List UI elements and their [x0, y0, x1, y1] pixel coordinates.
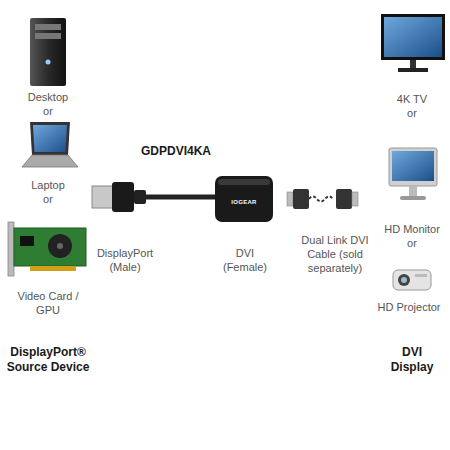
- desktop-icon: [30, 18, 66, 86]
- connector-label: DisplayPort (Male): [86, 246, 164, 274]
- card-fan: [48, 234, 72, 258]
- adapter-housing: [215, 176, 273, 222]
- tv-base: [398, 68, 428, 72]
- group-heading: DVI Display: [384, 345, 440, 375]
- device-label: Desktop or: [23, 90, 73, 118]
- monitor-base: [400, 196, 426, 200]
- projector-body: [393, 270, 431, 290]
- drive-bay: [35, 24, 61, 30]
- dvi-connector: [336, 189, 352, 209]
- brand-logo: IOGEAR: [219, 199, 269, 206]
- product-title: GDPDVI4KA: [126, 144, 226, 159]
- cable-label: Dual Link DVI Cable (sold separately): [290, 233, 380, 275]
- tower-case: [30, 18, 66, 86]
- drive-bay: [35, 33, 61, 39]
- monitor-screen: [392, 151, 434, 181]
- laptop-screen: [33, 125, 67, 152]
- monitor-icon: [389, 148, 437, 200]
- tv-icon: [381, 14, 445, 72]
- connector-label: DVI (Female): [217, 246, 273, 274]
- projector-lens-glass: [401, 277, 407, 283]
- device-label: Video Card / GPU: [12, 289, 84, 317]
- video-card-icon: [8, 222, 86, 276]
- card-pcb: [14, 228, 86, 266]
- monitor-frame: [389, 148, 437, 186]
- card-bracket: [8, 222, 14, 276]
- tv-neck: [410, 60, 416, 68]
- laptop-lid: [30, 122, 70, 155]
- tv-frame: [381, 14, 445, 60]
- dvi-cable-line: [309, 197, 333, 202]
- projector-icon: [393, 270, 431, 290]
- projector-lens: [398, 274, 410, 286]
- laptop-icon: [22, 122, 78, 167]
- laptop-base: [22, 155, 78, 167]
- dvi-connector: [293, 189, 309, 209]
- device-label: 4K TV or: [392, 92, 432, 120]
- displayport-plug: [92, 182, 216, 212]
- adapter-highlight: [218, 179, 270, 185]
- dvi-connector-face: [352, 192, 358, 206]
- monitor-neck: [409, 186, 417, 196]
- device-label: HD Projector: [371, 300, 447, 314]
- adapter-cable: [146, 195, 216, 200]
- dvi-connector-face: [287, 192, 293, 206]
- adapter-body: [215, 176, 273, 222]
- dvi-cable: [287, 189, 358, 209]
- card-chip: [20, 236, 34, 246]
- group-heading: DisplayPort® Source Device: [3, 345, 93, 375]
- projector-vent: [415, 274, 427, 277]
- fan-hub: [57, 243, 63, 249]
- plug-housing: [112, 182, 134, 212]
- strain-relief: [134, 190, 146, 204]
- device-label: Laptop or: [26, 178, 70, 206]
- tv-screen: [384, 17, 442, 57]
- device-label: HD Monitor or: [378, 222, 446, 250]
- power-button: [46, 60, 51, 65]
- plug-metal: [92, 186, 114, 208]
- gold-fingers: [30, 266, 76, 271]
